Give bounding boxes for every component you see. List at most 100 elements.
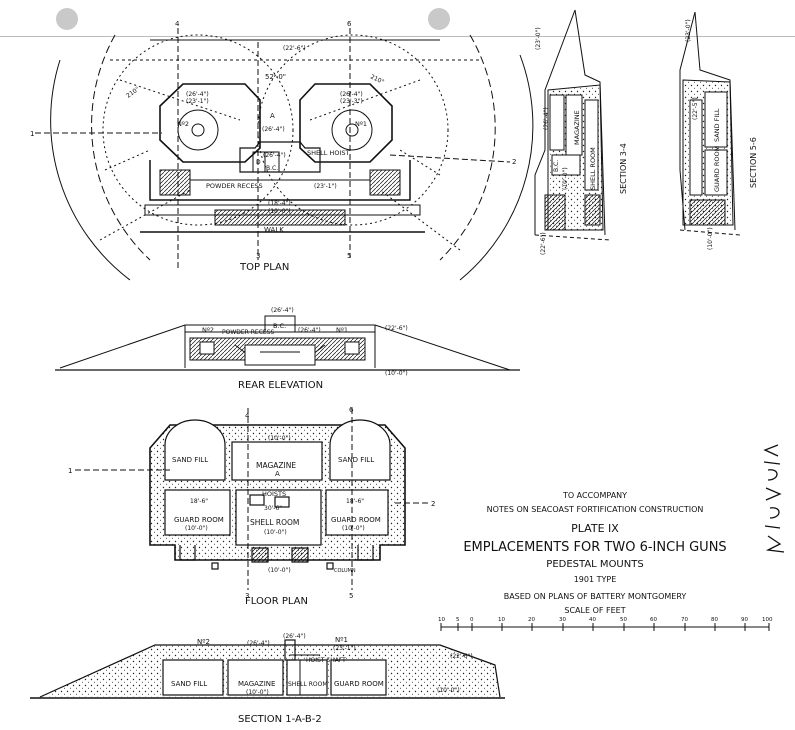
section-3-4-drawing (534, 9, 611, 241)
svg-text:Nº1: Nº1 (335, 636, 348, 644)
svg-text:Nº2: Nº2 (197, 638, 210, 646)
svg-text:B.C.: B.C. (553, 160, 560, 172)
svg-text:5: 5 (349, 592, 353, 600)
svg-text:(26'-4"): (26'-4") (271, 307, 294, 314)
svg-text:A: A (270, 112, 275, 120)
svg-text:(26'-4"): (26'-4") (340, 91, 363, 98)
svg-text:30: 30 (559, 617, 566, 623)
svg-text:0: 0 (470, 617, 474, 623)
svg-text:3: 3 (245, 592, 249, 600)
svg-text:6: 6 (347, 20, 352, 28)
svg-text:80: 80 (711, 617, 718, 623)
svg-text:20: 20 (528, 617, 535, 623)
svg-text:210°: 210° (125, 86, 141, 100)
svg-text:18'-6": 18'-6" (190, 498, 208, 505)
svg-text:1: 1 (68, 467, 72, 475)
svg-text:70: 70 (681, 617, 688, 623)
svg-text:(18'-4"): (18'-4") (268, 200, 291, 207)
svg-text:(23'-1"): (23'-1") (333, 645, 356, 652)
svg-text:SAND FILL: SAND FILL (171, 680, 207, 688)
svg-text:SAND FILL: SAND FILL (172, 456, 208, 464)
svg-text:2: 2 (512, 158, 516, 166)
svg-text:18'-6": 18'-6" (346, 498, 364, 505)
top-plan-title: TOP PLAN (240, 262, 290, 273)
svg-text:(10'-0"): (10'-0") (264, 529, 287, 536)
svg-text:1: 1 (30, 130, 34, 138)
punch-hole (428, 8, 450, 30)
top-plan-drawing (35, 28, 534, 281)
svg-text:HOISTS: HOISTS (262, 490, 286, 498)
svg-text:A: A (275, 470, 280, 478)
svg-text:GUARD ROOM: GUARD ROOM (174, 516, 224, 524)
svg-text:POWDER RECESS: POWDER RECESS (206, 182, 263, 190)
svg-text:SHELL ROOM: SHELL ROOM (589, 147, 597, 190)
svg-text:(26'-4"): (26'-4") (263, 152, 286, 159)
svg-text:(10'-0"): (10'-0") (246, 689, 269, 696)
svg-text:(23'-1"): (23'-1") (186, 98, 209, 105)
svg-text:Nº1: Nº1 (336, 326, 348, 334)
floor-plan-title: FLOOR PLAN (245, 596, 308, 607)
svg-text:(23'-0"): (23'-0") (535, 27, 542, 50)
caption-based-on: BASED ON PLANS OF BATTERY MONTGOMERY (503, 592, 687, 601)
svg-text:(26'-4"): (26'-4") (298, 327, 321, 334)
section-1ab2-labels: Nº2 (26'-4") (26'-4") Nº1 (23'-1") HOIST… (171, 633, 473, 696)
svg-text:10: 10 (438, 617, 445, 623)
section-5-6-drawing (679, 11, 741, 236)
svg-text:GUARD ROOM: GUARD ROOM (713, 146, 721, 192)
caption-type: 1901 TYPE (573, 575, 617, 584)
scale-bar-ticks: 10 5 0 10 20 30 40 50 60 70 80 90 100 (438, 617, 773, 623)
rear-elevation-title: REAR ELEVATION (238, 380, 324, 391)
svg-text:HOIST SHAFT: HOIST SHAFT (306, 657, 346, 664)
svg-text:(26'-4"): (26'-4") (283, 633, 306, 640)
section-5-6-labels: (23'-0") (22'-5") SAND FILL GUARD ROOM (… (685, 19, 758, 250)
svg-text:COLUMN: COLUMN (334, 568, 356, 574)
rear-elevation-drawing (55, 315, 520, 371)
svg-text:10: 10 (498, 617, 505, 623)
svg-text:4: 4 (245, 412, 250, 420)
sheet-edge-line (0, 36, 795, 37)
scale-bar (440, 623, 770, 631)
svg-text:(23'-3"): (23'-3") (340, 98, 363, 105)
svg-text:(26'-4"): (26'-4") (247, 640, 270, 647)
svg-text:MAGAZINE: MAGAZINE (238, 680, 275, 688)
svg-text:Nº2: Nº2 (202, 326, 214, 334)
caption-title: EMPLACEMENTS FOR TWO 6-INCH GUNS (463, 540, 727, 555)
svg-text:(26'-4"): (26'-4") (543, 107, 550, 130)
svg-text:3: 3 (256, 252, 260, 260)
svg-text:(23'-1"): (23'-1") (314, 183, 337, 190)
svg-text:(10'-0"): (10'-0") (707, 227, 714, 250)
svg-text:5: 5 (347, 252, 351, 260)
svg-text:(26'-4"): (26'-4") (262, 126, 285, 133)
caption-subtitle: PEDESTAL MOUNTS (546, 559, 644, 570)
svg-text:(10'-0"): (10'-0") (185, 525, 208, 532)
svg-text:(22'-6"): (22'-6") (450, 653, 473, 660)
floor-plan-labels: (10'-0") MAGAZINE A SAND FILL SAND FILL … (68, 406, 435, 600)
svg-text:(23'-0"): (23'-0") (685, 19, 692, 42)
svg-text:B.C.: B.C. (273, 322, 286, 330)
caption-plate: PLATE IX (571, 522, 619, 535)
svg-text:(10'-0"): (10'-0") (562, 167, 569, 190)
top-plan-labels: (22'-6") 52'-0" 210° 210° (26'-4") (23'-… (30, 20, 516, 260)
svg-text:(22'-6"): (22'-6") (540, 232, 547, 255)
svg-text:Nº1: Nº1 (355, 120, 367, 128)
svg-text:SECTION 5-6: SECTION 5-6 (749, 137, 758, 188)
punch-hole (56, 8, 78, 30)
section-1ab2-title: SECTION 1-A-B-2 (238, 714, 322, 725)
svg-text:60: 60 (650, 617, 657, 623)
caption-line1: TO ACCOMPANY (562, 491, 628, 500)
svg-text:SAND FILL: SAND FILL (338, 456, 374, 464)
svg-text:B.C.: B.C. (266, 165, 278, 172)
svg-text:2: 2 (431, 500, 435, 508)
svg-text:MAGAZINE: MAGAZINE (573, 110, 581, 145)
svg-text:GUARD ROOM: GUARD ROOM (331, 516, 381, 524)
svg-text:(22'-6"): (22'-6") (283, 45, 306, 52)
section-3-4-labels: (23'-0") (26'-4") MAGAZINE SHELL ROOM B.… (535, 27, 628, 255)
scale-label: SCALE OF FEET (564, 606, 626, 615)
svg-text:90: 90 (741, 617, 748, 623)
svg-text:D: D (256, 159, 261, 166)
floor-plan-drawing (75, 408, 430, 590)
svg-text:(26'-4"): (26'-4") (186, 91, 209, 98)
svg-text:50: 50 (620, 617, 627, 623)
svg-text:(10'-0"): (10'-0") (268, 435, 291, 442)
